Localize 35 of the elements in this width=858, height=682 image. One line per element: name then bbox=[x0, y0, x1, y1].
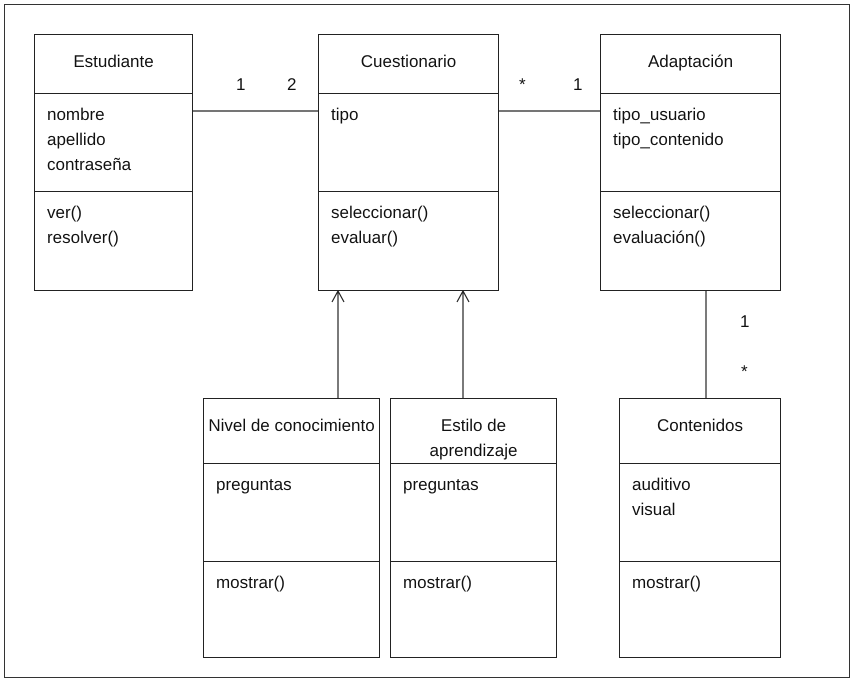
class-name: Contenidos bbox=[656, 415, 743, 437]
uml-class-box bbox=[390, 398, 557, 658]
method-list: mostrar() bbox=[403, 570, 472, 595]
method-list: ver() resolver() bbox=[47, 200, 119, 250]
attribute-list: auditivo visual bbox=[632, 472, 691, 522]
multiplicity-label: 2 bbox=[287, 75, 296, 95]
uml-class-box bbox=[203, 398, 380, 658]
multiplicity-label: 1 bbox=[236, 75, 246, 95]
arrow bbox=[456, 290, 470, 398]
attribute-list: tipo bbox=[331, 102, 358, 127]
association-line bbox=[705, 291, 707, 398]
class-name: Estudiante bbox=[73, 51, 154, 73]
method-list: mostrar() bbox=[632, 570, 701, 595]
method-list: mostrar() bbox=[216, 570, 285, 595]
class-name: Adaptación bbox=[648, 51, 734, 73]
multiplicity-label: 1 bbox=[740, 312, 750, 332]
multiplicity-label: * bbox=[741, 362, 748, 382]
class-name: Estilo de aprendizaje bbox=[428, 415, 518, 462]
attribute-list: preguntas bbox=[403, 472, 479, 497]
uml-class-box bbox=[619, 398, 781, 658]
multiplicity-label: 1 bbox=[573, 75, 582, 95]
multiplicity-label: * bbox=[519, 75, 526, 95]
uml-class-box bbox=[34, 34, 193, 291]
attribute-list: nombre apellido contraseña bbox=[47, 102, 132, 177]
class-name: Cuestionario bbox=[360, 51, 456, 73]
association-line bbox=[499, 110, 600, 112]
uml-class-box bbox=[318, 34, 499, 291]
attribute-list: tipo_usuario tipo_contenido bbox=[613, 102, 724, 152]
attribute-list: preguntas bbox=[216, 472, 292, 497]
method-list: seleccionar() evaluar() bbox=[331, 200, 428, 250]
arrow bbox=[331, 290, 345, 398]
class-name: Nivel de conocimiento bbox=[208, 415, 375, 437]
association-line bbox=[193, 110, 318, 112]
method-list: seleccionar() evaluación() bbox=[613, 200, 710, 250]
uml-class-box bbox=[600, 34, 781, 291]
